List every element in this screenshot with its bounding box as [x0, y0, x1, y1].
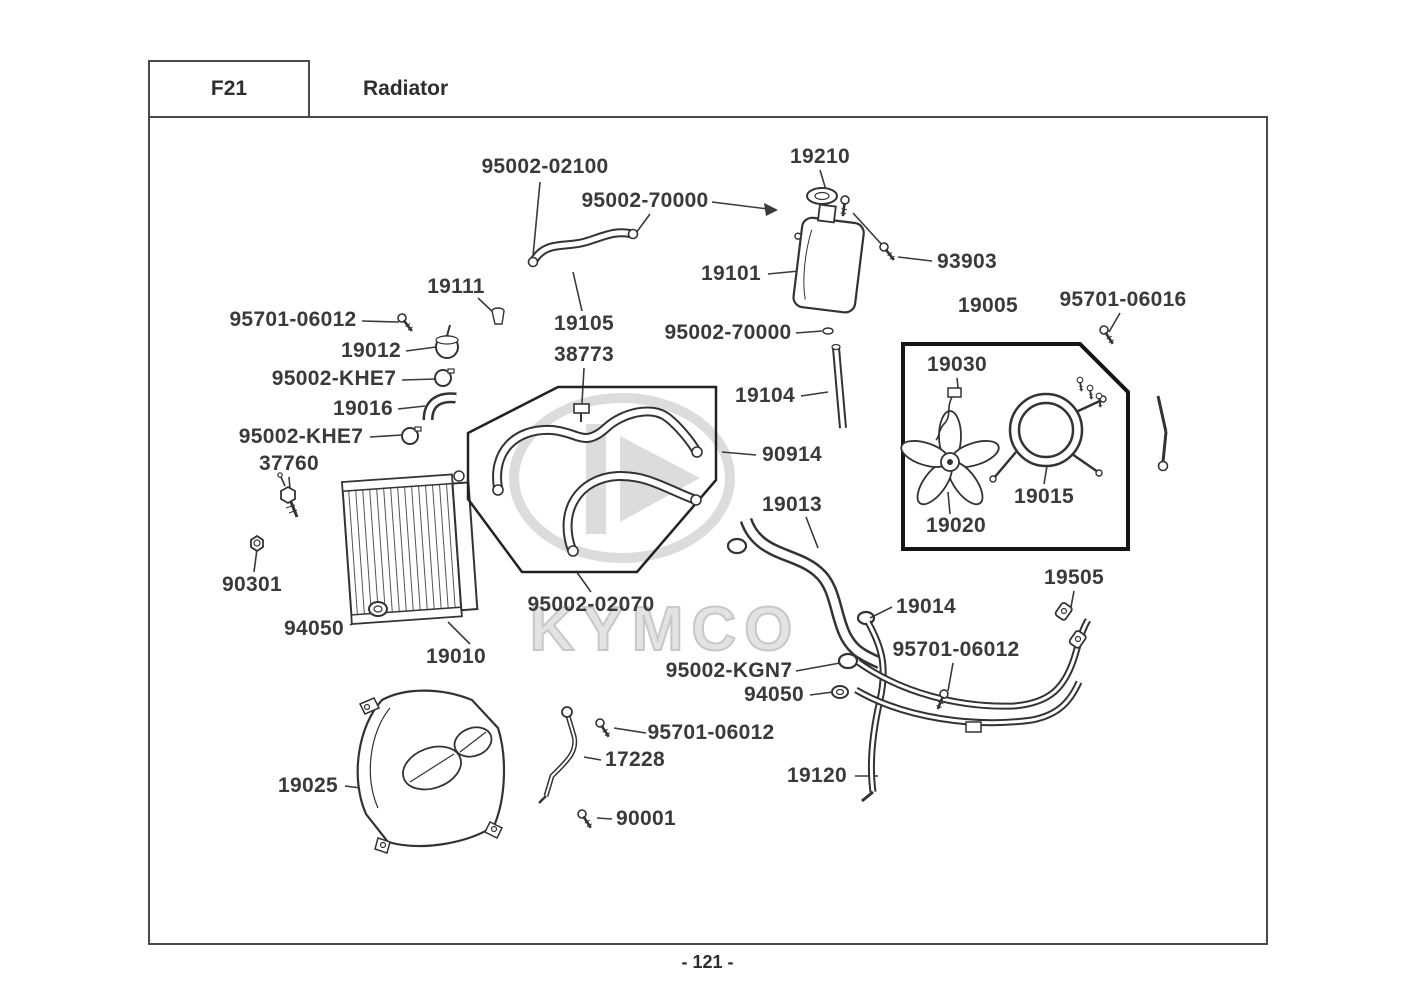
label-90914: 90914 — [762, 443, 822, 466]
label-19120: 19120 — [787, 764, 847, 787]
label-95002-khe7-2: 95002-KHE7 — [238, 425, 364, 448]
screw-icon — [591, 716, 614, 739]
part-overflow-hose — [527, 228, 639, 268]
clamp-icon — [726, 537, 748, 555]
label-19505: 19505 — [1044, 566, 1104, 589]
part-thermostat — [435, 324, 459, 359]
part-radiator-cap — [806, 187, 838, 205]
label-17228: 17228 — [605, 748, 665, 771]
label-95002-02070: 95002-02070 — [527, 593, 655, 616]
arrow-head — [764, 203, 778, 216]
label-95701-06012: 95701-06012 — [229, 308, 357, 331]
part-thermo-sensor — [277, 472, 299, 518]
screw-icon — [1071, 375, 1090, 393]
part-hose-kit-outline — [466, 385, 718, 574]
part-elbow-pipe — [422, 392, 457, 421]
label-19010: 19010 — [426, 645, 486, 668]
part-reserve-tank — [792, 203, 865, 314]
label-38773: 38773 — [554, 343, 614, 366]
section-code: F21 — [210, 77, 248, 100]
label-94050-2: 94050 — [744, 683, 804, 706]
label-19025: 19025 — [278, 774, 338, 797]
label-95002-kgn7: 95002-KGN7 — [665, 659, 793, 682]
part-fan-cover — [356, 689, 506, 854]
label-19030: 19030 — [927, 353, 987, 376]
label-95002-khe7: 95002-KHE7 — [271, 367, 397, 390]
label-95002-02100: 95002-02100 — [481, 155, 609, 178]
label-19101: 19101 — [701, 262, 761, 285]
label-19012: 19012 — [341, 339, 401, 362]
clamp-icon — [837, 652, 859, 670]
label-19020: 19020 — [926, 514, 986, 537]
part-fan-motor-wire — [935, 387, 962, 441]
label-90301: 90301 — [222, 573, 282, 596]
part-overflow-tube — [822, 327, 847, 429]
label-19111: 19111 — [427, 275, 485, 298]
label-19105: 19105 — [554, 312, 614, 335]
label-19210: 19210 — [790, 145, 850, 168]
label-95701-06012-3: 95701-06012 — [647, 721, 775, 744]
diagram-border — [148, 116, 1268, 945]
label-95701-06012-2: 95701-06012 — [892, 638, 1020, 661]
part-fan-shroud — [989, 392, 1107, 483]
part-stay-bracket — [1095, 323, 1169, 472]
part-fitting-19111 — [491, 307, 505, 325]
bolt-90001-icon — [573, 807, 596, 830]
part-stay-17228 — [538, 706, 578, 804]
label-19013: 19013 — [762, 493, 822, 516]
label-95701-06016: 95701-06016 — [1059, 288, 1187, 311]
part-radiator — [341, 470, 479, 625]
label-90001: 90001 — [616, 807, 676, 830]
page-title: Radiator — [363, 77, 449, 100]
part-grommet — [368, 601, 849, 699]
page-number: - 121 - — [681, 952, 734, 972]
label-94050: 94050 — [284, 617, 344, 640]
label-95002-70000: 95002-70000 — [581, 189, 709, 212]
part-water-pipes — [854, 618, 1092, 803]
label-19104: 19104 — [735, 384, 795, 407]
label-19015: 19015 — [1014, 485, 1074, 508]
label-19014: 19014 — [896, 595, 956, 618]
label-95002-70000-2: 95002-70000 — [664, 321, 792, 344]
part-pipe-clamps — [1054, 602, 1087, 649]
part-nut-90301 — [250, 534, 264, 553]
part-fan-assembly-box — [900, 342, 1130, 551]
kymco-watermark-text: KYMCO — [530, 595, 801, 664]
label-19005: 19005 — [958, 294, 1018, 317]
kymco-logo-watermark: KYMCO — [509, 393, 801, 665]
label-19016: 19016 — [333, 397, 393, 420]
screw-93903-icon — [876, 241, 898, 262]
label-37760: 37760 — [259, 452, 319, 475]
part-cooling-fan — [900, 410, 1000, 506]
part-hose-clamps-khe7 — [401, 368, 455, 445]
label-93903: 93903 — [937, 250, 997, 273]
